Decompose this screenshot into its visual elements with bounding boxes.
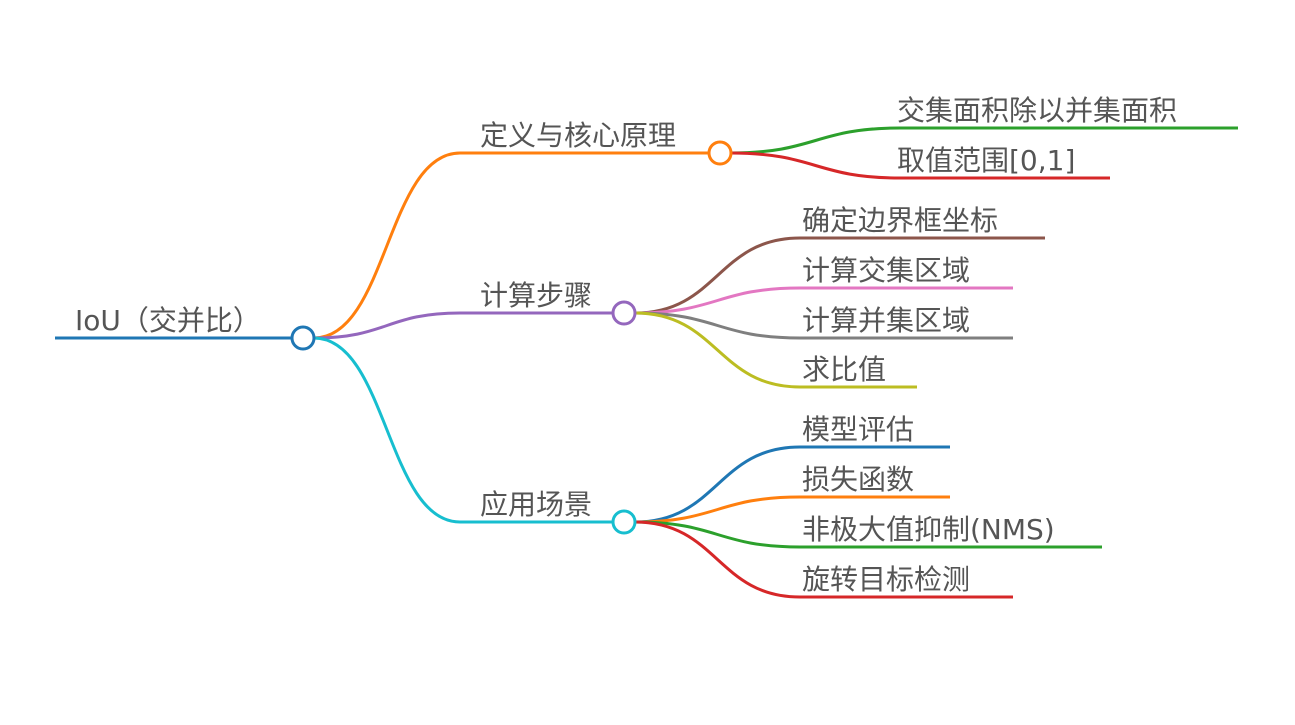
root-label: IoU（交并比）	[75, 304, 261, 337]
leaf-label-0-1: 取值范围[0,1]	[897, 144, 1075, 177]
leaf-label-0-0: 交集面积除以并集面积	[897, 94, 1177, 127]
leaf-label-2-1: 损失函数	[802, 463, 914, 496]
leaf-label-1-0: 确定边界框坐标	[802, 204, 998, 237]
nodes-layer	[290, 140, 733, 535]
root-node-circle[interactable]	[290, 325, 316, 351]
leaf-label-1-1: 计算交集区域	[802, 254, 970, 287]
leaf-label-2-0: 模型评估	[802, 413, 914, 446]
branch-label-0: 定义与核心原理	[480, 119, 676, 152]
leaf-label-2-2: 非极大值抑制(NMS)	[802, 513, 1055, 546]
leaf-label-1-2: 计算并集区域	[802, 304, 970, 337]
branch-node-circle-2[interactable]	[611, 509, 637, 535]
edge-branch-2-child-1	[633, 495, 802, 524]
leaf-label-2-3: 旋转目标检测	[802, 563, 970, 596]
edge-branch-0-child-0	[729, 126, 902, 155]
branch-node-circle-1[interactable]	[611, 300, 637, 326]
edge-branch-1-child-1	[633, 286, 802, 315]
branch-label-1: 计算步骤	[480, 279, 592, 312]
leaf-label-1-3: 求比值	[802, 353, 886, 386]
edge-branch-0-child-1	[729, 151, 902, 180]
edge-branch-2-child-0	[633, 445, 802, 524]
branch-label-2: 应用场景	[480, 488, 592, 521]
edge-root-to-branch-2	[312, 336, 462, 524]
edge-branch-1-child-2	[633, 311, 802, 340]
edges-layer	[312, 126, 902, 599]
edge-root-to-branch-0	[312, 151, 462, 340]
edge-branch-1-child-0	[633, 236, 802, 315]
edge-branch-2-child-2	[633, 520, 802, 549]
edge-root-to-branch-1	[312, 311, 462, 340]
underlines-layer	[55, 126, 1238, 599]
branch-node-circle-0[interactable]	[707, 140, 733, 166]
edge-branch-1-child-3	[633, 311, 802, 389]
edge-branch-2-child-3	[633, 520, 802, 599]
